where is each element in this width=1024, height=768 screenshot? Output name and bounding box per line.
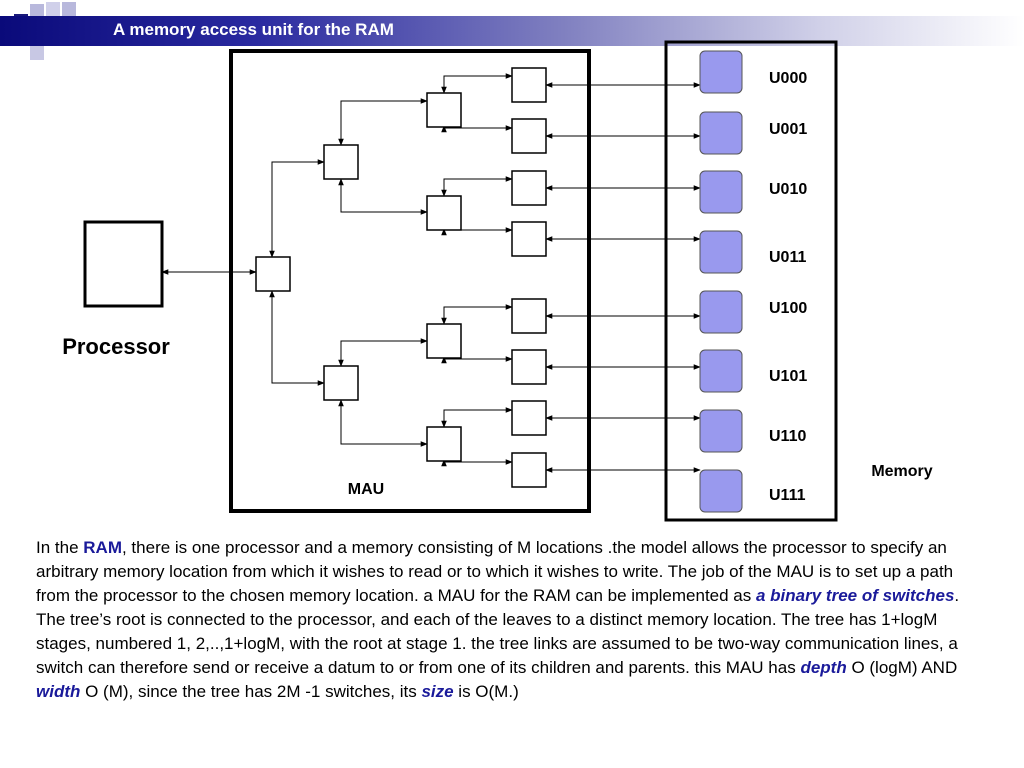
processor-label: Processor <box>62 334 170 359</box>
memory-cell-label-u100: U100 <box>769 300 807 317</box>
tree-switches <box>255 67 547 488</box>
leaf-switch-2 <box>511 170 547 206</box>
memory-cell-u011 <box>699 230 743 274</box>
leaf-switch-0 <box>511 67 547 103</box>
link-s2a-s3b <box>338 178 428 215</box>
memory-cell-label-u010: U010 <box>769 181 807 198</box>
mau-label: MAU <box>348 481 384 498</box>
memory-cell-u111 <box>699 469 743 513</box>
memory-cell-label-u101: U101 <box>769 368 807 385</box>
memory-cell-u100 <box>699 290 743 334</box>
body-text-1: In the <box>36 538 84 557</box>
stage3-switch-1 <box>426 195 462 231</box>
memory-label: Memory <box>871 463 932 480</box>
link-root-s2-top <box>269 159 325 258</box>
leaf-switch-1 <box>511 118 547 154</box>
root-switch <box>255 256 291 292</box>
stage3-switch-2 <box>426 323 462 359</box>
term-size: size <box>421 682 454 701</box>
memory-box <box>664 40 838 522</box>
link-s2b-s3c <box>338 338 428 367</box>
link-s3-leaf-0 <box>441 73 513 94</box>
body-text-6: is O(M.) <box>453 682 519 701</box>
stage2-switch-1 <box>323 365 359 401</box>
link-root-s2-bottom <box>269 290 325 386</box>
term-depth: depth <box>800 658 847 677</box>
memory-cell-u001 <box>699 111 743 155</box>
memory-cell-label-u111: U111 <box>769 487 806 504</box>
stage3-switch-3 <box>426 426 462 462</box>
stage2-switch-0 <box>323 144 359 180</box>
mau-diagram: Processor MAU Memory U000U001U010U011U10… <box>62 40 933 522</box>
corner-square-2 <box>30 4 44 18</box>
link-s2a-s3a <box>338 98 428 146</box>
memory-cell-u110 <box>699 409 743 453</box>
link-s3-leaf-6 <box>441 407 513 428</box>
corner-square-4 <box>62 2 76 16</box>
link-s3-leaf-2 <box>441 176 513 197</box>
body-text-2: , there is one processor and a memory co… <box>36 538 954 605</box>
leaf-switch-4 <box>511 298 547 334</box>
memory-cell-label-u001: U001 <box>769 121 807 138</box>
leaf-switch-7 <box>511 452 547 488</box>
title-bar <box>0 16 1024 46</box>
processor-box <box>83 220 164 308</box>
memory-cell-label-u000: U000 <box>769 70 807 87</box>
memory-cell-u101 <box>699 349 743 393</box>
memory-cell-u010 <box>699 170 743 214</box>
leaf-switch-3 <box>511 221 547 257</box>
stage3-switch-0 <box>426 92 462 128</box>
mau-box <box>229 49 591 513</box>
body-text-5: O (M), since the tree has 2M -1 switches… <box>80 682 422 701</box>
term-width: width <box>36 682 81 701</box>
body-text-3: . The tree’s root is connected to the pr… <box>36 586 960 677</box>
memory-cell-label-u011: U011 <box>769 249 806 266</box>
body-text-4: O (logM) AND <box>846 658 958 677</box>
memory-cell-u000 <box>699 50 743 94</box>
tree-links <box>161 73 701 473</box>
link-s3-leaf-4 <box>441 304 513 325</box>
memory-cell-label-u110: U110 <box>769 428 806 445</box>
corner-square-3 <box>46 2 60 16</box>
slide-title: A memory access unit for the RAM <box>113 20 394 39</box>
link-s2b-s3d <box>338 399 428 447</box>
leaf-switch-5 <box>511 349 547 385</box>
leaf-switch-6 <box>511 400 547 436</box>
term-ram: RAM <box>83 538 122 557</box>
term-binary-tree: a binary tree of switches <box>756 586 955 605</box>
body-paragraph: In the RAM, there is one processor and a… <box>36 536 986 704</box>
corner-square-7 <box>30 46 44 60</box>
